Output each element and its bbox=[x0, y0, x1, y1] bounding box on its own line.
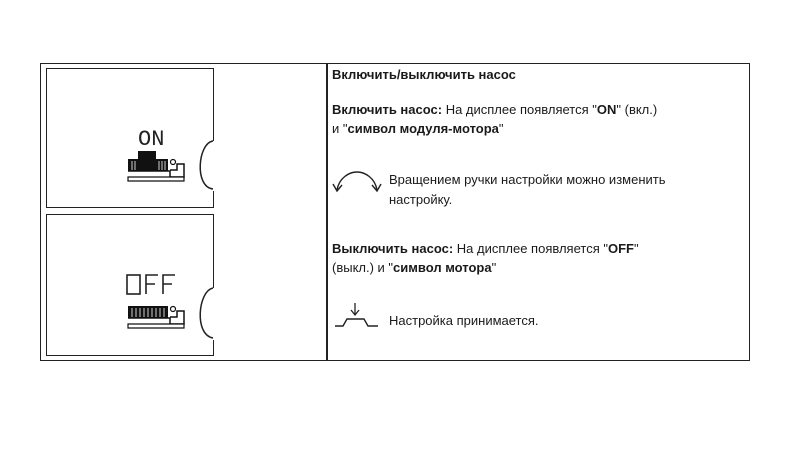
press-button-icon bbox=[335, 303, 378, 327]
off-line-2: (выкл.) и "символ мотора" bbox=[332, 260, 497, 275]
off-line-1: Выключить насос: На дисплее появляется "… bbox=[332, 241, 639, 256]
display-off-text bbox=[126, 274, 175, 295]
rotate-line-1: Вращением ручки настройки можно изменить bbox=[389, 172, 666, 187]
on-line-2: и "символ модуля-мотора" bbox=[332, 121, 504, 136]
rotate-line-2: настройку. bbox=[389, 192, 453, 207]
instruction-table bbox=[40, 63, 750, 361]
column-divider bbox=[326, 63, 328, 361]
motor-module-icon bbox=[127, 151, 185, 182]
rotate-arrows-icon bbox=[332, 171, 382, 193]
accept-text: Настройка принимается. bbox=[389, 313, 539, 328]
display-on-panel bbox=[46, 68, 214, 208]
display-on-text: ON bbox=[138, 127, 164, 152]
motor-icon bbox=[127, 305, 185, 329]
section-title: Включить/выключить насос bbox=[332, 67, 516, 82]
on-line-1: Включить насос: На дисплее появляется "O… bbox=[332, 102, 658, 117]
lcd-displays-art: ON bbox=[126, 127, 214, 340]
display-off-panel bbox=[46, 214, 214, 356]
